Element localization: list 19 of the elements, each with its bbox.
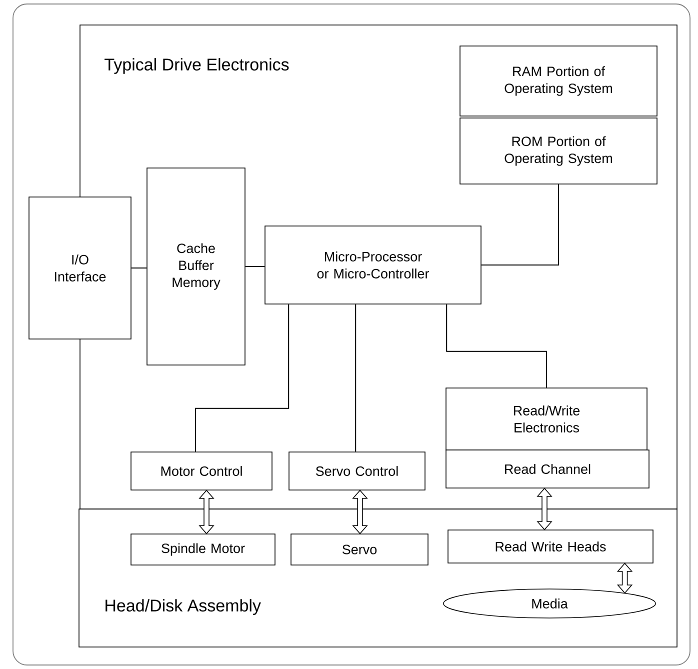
process-box: I/O Interface: [28, 196, 132, 340]
connector-line: [195, 304, 290, 452]
connector-line: [480, 184, 559, 266]
group-heading: Typical Drive Electronics: [104, 58, 289, 74]
process-box: Motor Control: [130, 452, 272, 490]
connector-line: [355, 304, 356, 452]
process-box: RAM Portion of Operating System: [460, 46, 658, 116]
process-box: ROM Portion of Operating System: [460, 118, 658, 184]
process-box: Spindle Motor: [130, 534, 276, 566]
connector-line: [244, 266, 266, 267]
process-box: Micro-Processor or Micro-Controller: [264, 226, 482, 304]
process-box: Servo Control: [288, 452, 426, 490]
process-box: Read Write Heads: [448, 530, 654, 564]
group-heading: Head/Disk Assembly: [106, 599, 261, 615]
process-box: Cache Buffer Memory: [146, 168, 246, 366]
connector-line: [446, 304, 547, 388]
process-box: Servo: [290, 534, 428, 566]
process-box: Read/Write Electronics: [446, 388, 648, 450]
process-box: Read Channel: [446, 450, 650, 488]
